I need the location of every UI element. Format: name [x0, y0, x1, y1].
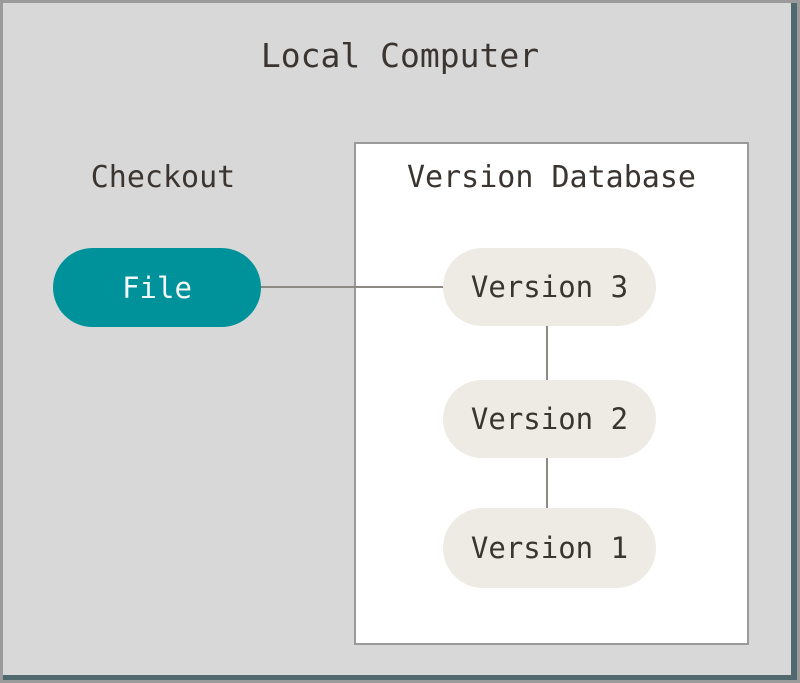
- checkout-label: Checkout: [90, 160, 236, 195]
- connector-file-to-version3: [259, 286, 451, 288]
- file-node: File: [53, 248, 261, 327]
- version-2-node: Version 2: [443, 380, 656, 458]
- connector-version2-to-version1: [546, 457, 548, 509]
- connector-version3-to-version2: [546, 325, 548, 381]
- window-edge-right: [791, 3, 797, 680]
- version-database-label: Version Database: [407, 160, 696, 195]
- version-1-node: Version 1: [443, 508, 656, 588]
- window-edge-bottom: [3, 675, 797, 680]
- version-3-node: Version 3: [443, 248, 656, 326]
- diagram-title: Local Computer: [260, 36, 540, 75]
